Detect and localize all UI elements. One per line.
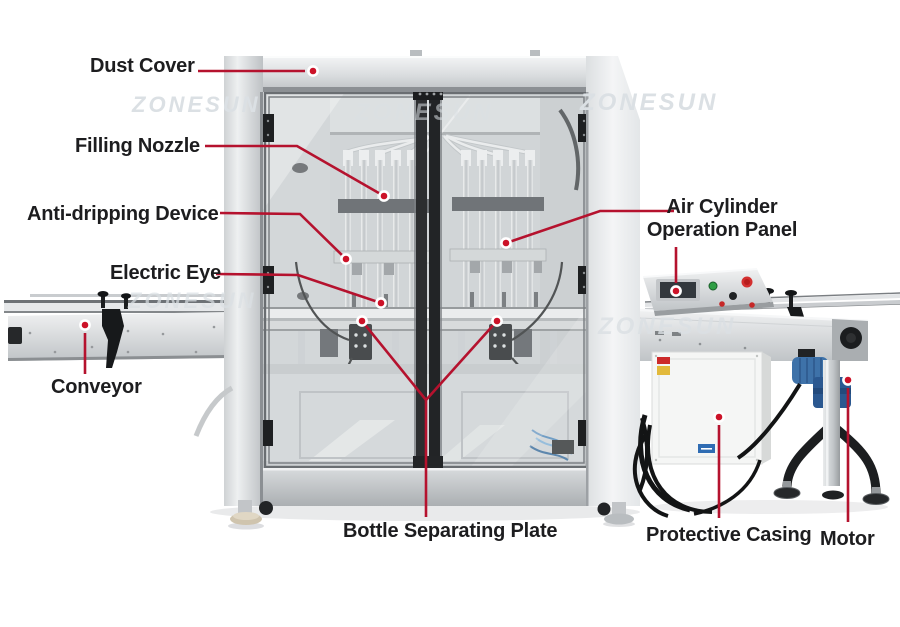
dust-cover-marker-dot — [307, 65, 319, 77]
air-cylinder-leader-line — [505, 209, 674, 245]
motor-assembly — [736, 349, 890, 505]
conveyor-marker-dot — [79, 319, 91, 331]
clamp-bar — [338, 199, 430, 213]
svg-text:ZONESUN: ZONESUN — [579, 89, 718, 116]
green-button — [708, 281, 718, 291]
svg-text:ZONESUN: ZONESUN — [127, 288, 257, 313]
left-column — [224, 56, 263, 506]
label-protective-casing: Protective Casing — [646, 524, 812, 546]
red-switch — [719, 301, 725, 307]
clamp-bar — [452, 197, 544, 211]
cable-bundle — [632, 414, 762, 518]
label-filling-nozzle: Filling Nozzle — [75, 135, 200, 157]
anti-dripping-marker-dot — [340, 253, 352, 265]
filling-nozzle-leader-line — [205, 144, 385, 198]
label-dust-cover: Dust Cover — [90, 55, 195, 77]
red-switch — [749, 302, 755, 308]
right-column — [586, 56, 640, 506]
black-button — [729, 292, 737, 300]
stand-post — [823, 360, 840, 486]
label-bottle-separating-plate: Bottle Separating Plate — [343, 520, 558, 542]
svg-text:ZONESUN: ZONESUN — [354, 99, 493, 126]
svg-text:ZONESUN: ZONESUN — [597, 313, 736, 340]
operation-panel-marker-dot — [670, 285, 682, 297]
side-rod — [193, 385, 234, 437]
electric-eye-leader-line — [215, 272, 382, 305]
svg-text:ZONESUN: ZONESUN — [131, 92, 261, 117]
label-electric-eye: Electric Eye — [110, 262, 222, 284]
zonesun-watermark: ZONESUN ZONESUN ZONESUN ZONESUN ZONESUN — [127, 89, 736, 340]
left-conveyor — [4, 291, 228, 368]
right-conveyor — [639, 308, 869, 361]
label-motor: Motor — [820, 528, 875, 550]
protective-casing-marker-dot — [713, 411, 725, 423]
warning-sticker — [657, 357, 670, 364]
label-air-cylinder-line2: Operation Panel — [646, 219, 798, 241]
filling-nozzle-marker-dot — [378, 190, 390, 202]
electric-eye-marker-dot — [375, 297, 387, 309]
cabinet-base — [263, 468, 586, 506]
dust-cover-beam — [228, 56, 618, 92]
annotation-dots — [79, 65, 854, 423]
machine-feet — [230, 500, 634, 525]
protective-casing-box — [651, 351, 771, 465]
caution-sticker — [657, 366, 670, 375]
anti-dripping-leader-line — [219, 211, 347, 260]
label-air-cylinder-line1: Air Cylinder — [666, 196, 778, 218]
label-conveyor: Conveyor — [51, 376, 142, 398]
bottle-guide-clamp — [97, 291, 131, 368]
label-air-cylinder-operation-panel: Air Cylinder Operation Panel — [646, 196, 798, 242]
label-anti-dripping-device: Anti-dripping Device — [27, 203, 219, 225]
annotation-lines — [83, 69, 850, 522]
motor-marker-dot — [842, 374, 854, 386]
filling-assembly — [333, 133, 547, 312]
air-cylinder-marker-dot — [500, 237, 512, 249]
bottle-plate-marker-dot-left — [356, 315, 368, 327]
bottle-plate-marker-dot-right — [491, 315, 503, 327]
